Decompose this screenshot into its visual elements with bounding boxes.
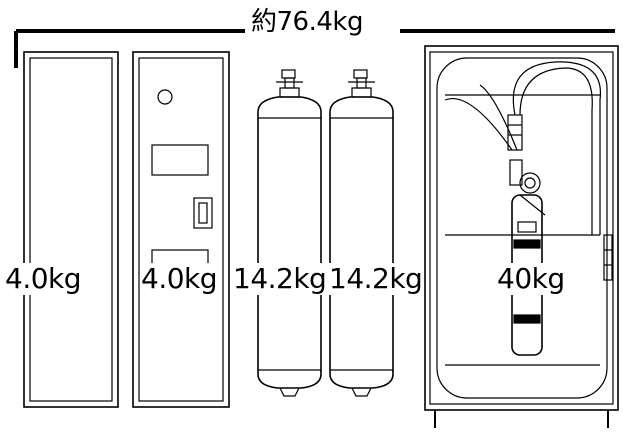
cover-panel-weight-label: 4.0kg xyxy=(4,262,83,295)
total-bracket xyxy=(14,29,615,68)
cylinder-2-weight-label: 14.2kg xyxy=(328,262,424,295)
front-panel xyxy=(132,51,230,408)
cylinder-1-weight-label: 14.2kg xyxy=(232,262,328,295)
total-weight-label: 約76.4kg xyxy=(247,9,367,35)
cover-panel xyxy=(23,51,119,408)
front-panel-weight-label: 4.0kg xyxy=(140,262,219,295)
panel-hole-icon xyxy=(157,89,173,105)
cabinet-weight-label: 40kg xyxy=(496,262,566,295)
gas-cylinder xyxy=(329,69,394,397)
cabinet-unit xyxy=(424,45,619,428)
gas-cylinder xyxy=(257,69,322,397)
panel-handle-icon xyxy=(193,197,213,229)
panel-window xyxy=(151,144,209,176)
